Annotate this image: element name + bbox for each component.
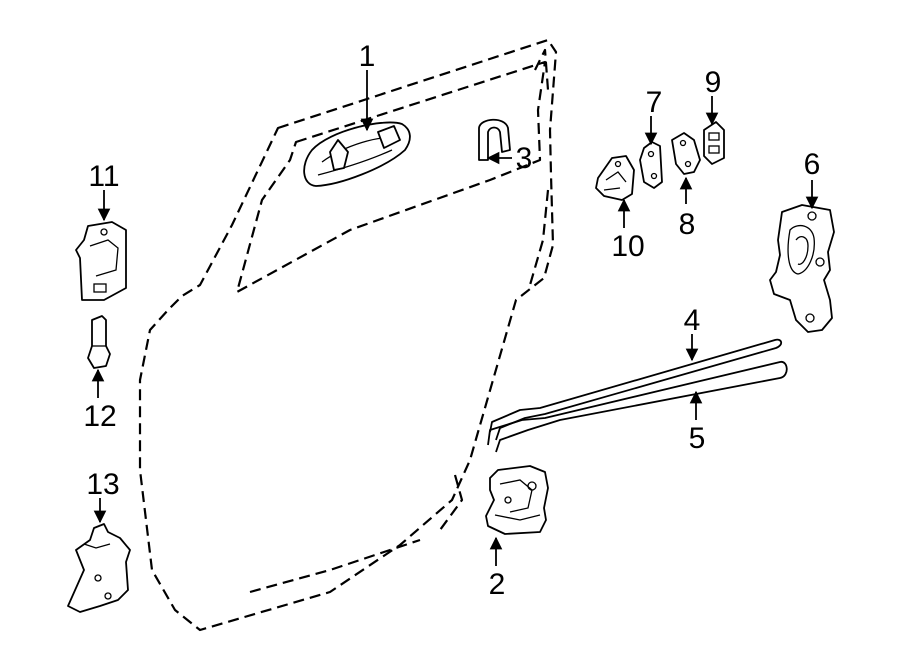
part-rods [487,338,788,453]
leader-lines [91,70,819,566]
callout-7: 7 [646,86,663,119]
part-lower-hinge [67,523,131,613]
callout-1: 1 [359,40,376,73]
part-door-latch [769,204,835,333]
part-rod-clip [478,118,511,161]
callout-4: 4 [684,304,701,337]
callout-3: 3 [516,142,533,175]
part-inside-handle [303,121,411,187]
part-hinge-10 [595,155,635,201]
callout-6: 6 [804,148,821,181]
callout-13: 13 [86,468,119,501]
callout-5: 5 [689,422,706,455]
part-plate-8 [671,132,701,175]
callout-10: 10 [611,230,644,263]
part-link-9 [703,121,725,165]
callout-11: 11 [88,160,119,193]
callout-2: 2 [489,568,506,601]
part-hinge-pin [87,315,111,369]
door-outline [138,38,558,632]
part-bracket-7 [639,141,663,189]
part-outside-handle [485,465,549,535]
callout-9: 9 [705,66,722,99]
callout-12: 12 [83,400,116,433]
part-upper-hinge [75,221,127,301]
callout-labels: 1 2 3 4 5 6 7 8 9 10 11 12 13 [83,40,820,601]
callout-8: 8 [679,208,696,241]
